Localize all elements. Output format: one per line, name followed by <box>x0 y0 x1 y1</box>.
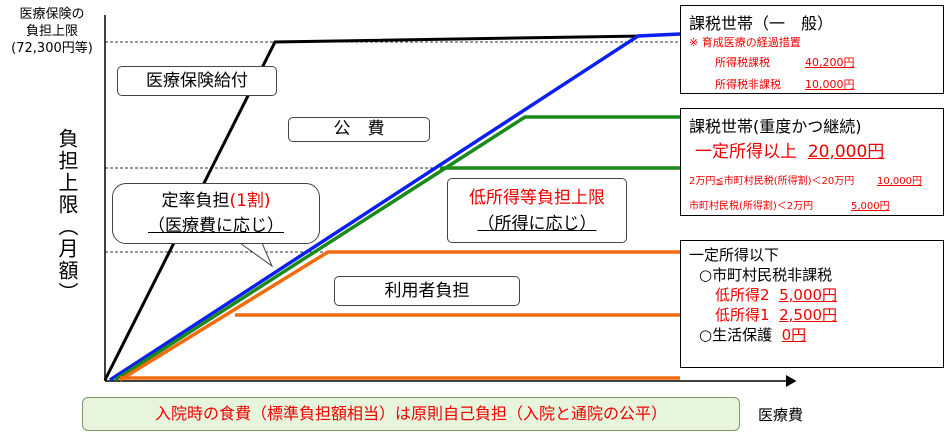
callout-tail <box>239 242 274 268</box>
y-axis-top-label: 医療保険の 負担上限 (72,300円等) <box>2 6 102 57</box>
fixed-rate-callout: 定率負担(1割) （医療費に応じ） <box>112 183 320 244</box>
low-income-limit-title: 低所得等負担上限 <box>469 188 605 208</box>
main-amount: 20,000円 <box>807 142 885 162</box>
insurance-limit-line <box>103 34 641 381</box>
row-label: 所得税課税 <box>715 56 770 69</box>
row-amount: 10,000円 <box>877 176 922 187</box>
panel-note: ※ 育成医療の経過措置 <box>689 36 801 49</box>
user-burden-label: 利用者負担 <box>334 276 520 306</box>
row-label: 低所得2 <box>715 286 770 304</box>
public-expense-label: 公 費 <box>288 117 430 142</box>
row-label: 2万円≦市町村民税(所得割)＜20万円 <box>689 176 855 187</box>
label-line: 負担上限 <box>25 24 78 39</box>
row-amount: 40,200円 <box>805 56 855 69</box>
low-income-limit-sub: （所得に応じ） <box>477 214 597 234</box>
panel-low-income: 一定所得以下 ○市町村民税非課税 低所得2 5,000円 低所得1 2,500円… <box>680 240 944 368</box>
label-line: 医療保険の <box>19 7 85 22</box>
y-axis-label: 負担上限（月額） <box>55 128 79 304</box>
panel-title: 課税世帯(重度かつ継続) <box>689 117 862 136</box>
callout-text: 定率負担 <box>161 191 230 211</box>
row-label: 市町村民税(所得割)＜2万円 <box>689 201 814 212</box>
panel-sub: ○市町村民税非課税 <box>699 266 833 284</box>
severe-line <box>114 115 680 382</box>
callout-rate: (1割) <box>229 191 271 211</box>
panel-title: 一定所得以下 <box>689 246 780 264</box>
row-label: 低所得1 <box>715 306 770 324</box>
footer-note: 入院時の食費（標準負担額相当）は原則自己負担（入院と通院の公平） <box>82 397 740 431</box>
x-axis-label: 医療費 <box>758 406 804 424</box>
panel-severe: 課税世帯(重度かつ継続) 一定所得以上 20,000円 2万円≦市町村民税(所得… <box>680 108 944 216</box>
label-line: (72,300円等) <box>11 41 93 56</box>
low-income2-line <box>119 250 680 382</box>
row-amount: 10,000円 <box>805 78 855 91</box>
insurance-benefit-label: 医療保険給付 <box>117 66 277 96</box>
welfare-label: ○生活保護 <box>699 326 773 344</box>
main-label: 一定所得以上 <box>695 142 797 162</box>
callout-text: （医療費に応じ） <box>148 216 284 236</box>
row-amount: 5,000円 <box>851 201 890 212</box>
general-line <box>109 32 681 382</box>
panel-title: 課税世帯（一 般） <box>689 14 834 33</box>
low-income-limit-box: 低所得等負担上限 （所得に応じ） <box>447 178 627 243</box>
panel-general: 課税世帯（一 般） ※ 育成医療の経過措置 所得税課税 40,200円 所得税非課… <box>680 5 944 94</box>
row-label: 所得税非課税 <box>715 78 781 91</box>
row-amount: 5,000円 <box>779 286 838 304</box>
welfare-amount: 0円 <box>781 326 807 344</box>
row-amount: 2,500円 <box>779 306 838 324</box>
